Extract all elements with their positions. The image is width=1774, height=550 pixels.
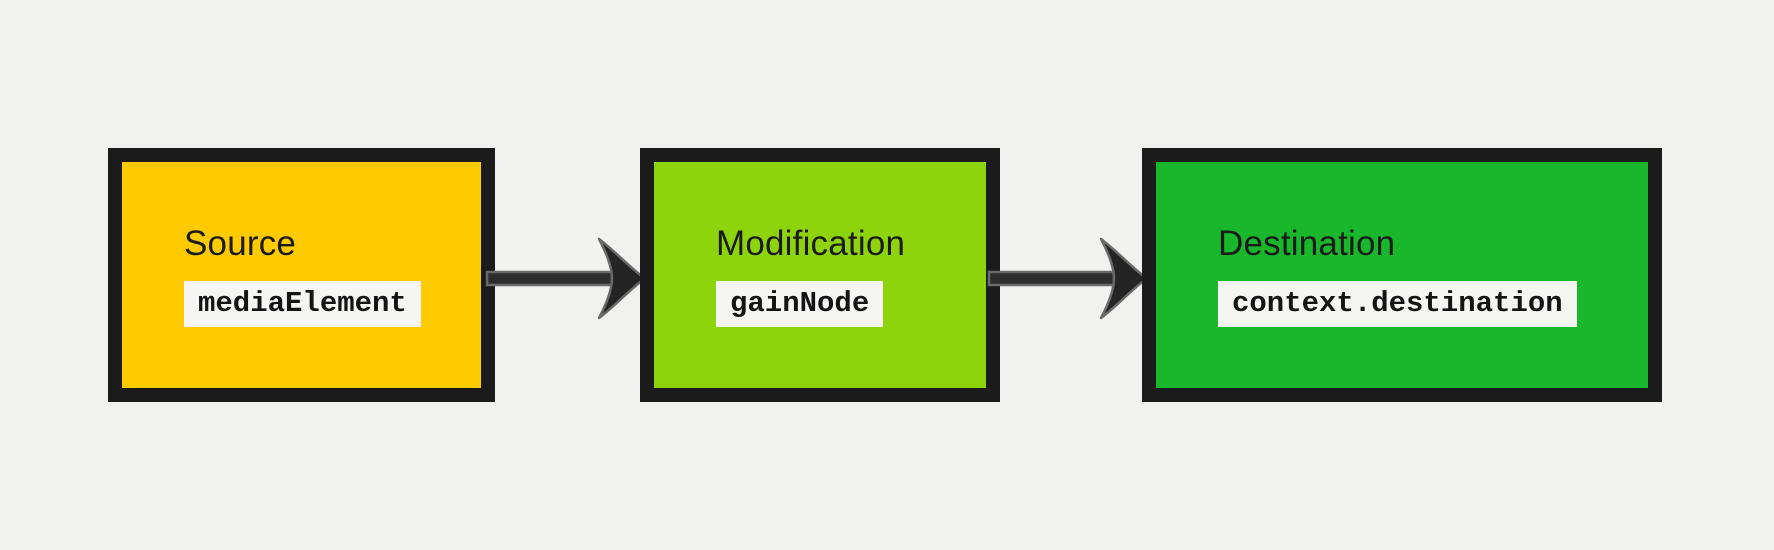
node-source-code-chip: mediaElement — [184, 281, 421, 327]
node-modification-label: Modification — [716, 224, 906, 263]
arrow-head — [597, 237, 647, 320]
arrow-modification-to-destination-icon — [987, 237, 1149, 320]
node-destination: Destination context.destination — [1142, 148, 1662, 402]
node-modification: Modification gainNode — [640, 148, 1000, 402]
arrow-shaft — [989, 272, 1114, 285]
node-modification-code-chip: gainNode — [716, 281, 884, 327]
arrow-head — [1099, 237, 1149, 320]
node-destination-label: Destination — [1218, 224, 1396, 263]
node-destination-code-chip: context.destination — [1218, 281, 1577, 327]
node-source-label: Source — [184, 224, 297, 263]
arrow-source-to-modification-icon — [485, 237, 647, 320]
arrow-shaft — [487, 272, 612, 285]
node-source: Source mediaElement — [108, 148, 495, 402]
